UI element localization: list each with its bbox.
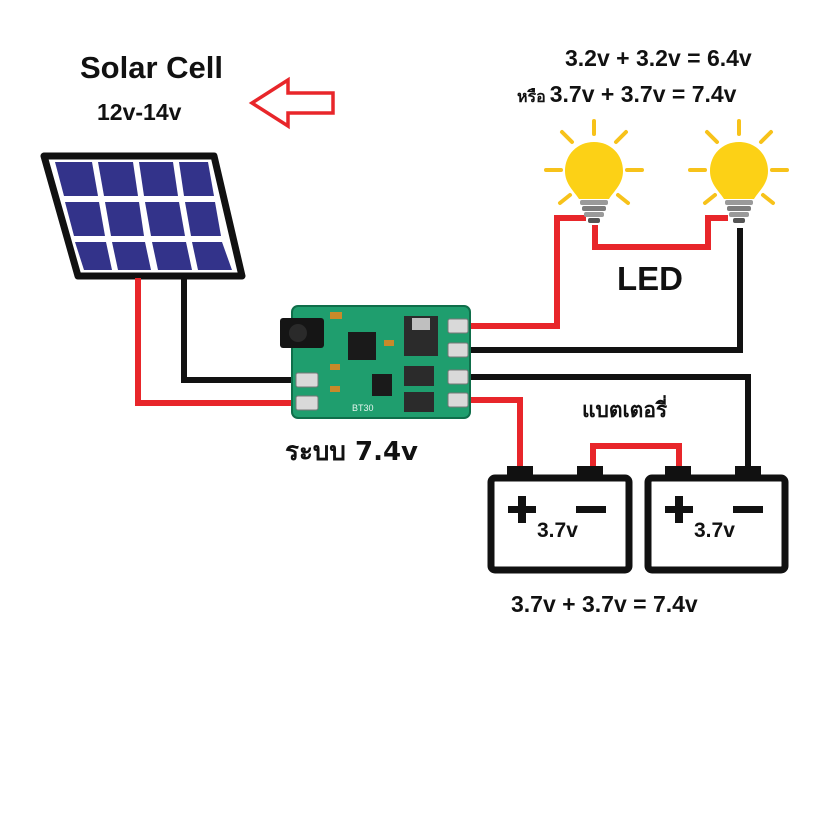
solar-voltage-label: 12v-14v	[97, 99, 182, 125]
battery-negative-wire	[462, 374, 751, 473]
solar-cell-title: Solar Cell	[80, 50, 223, 85]
bulb-icon	[688, 119, 789, 223]
solar-positive-wire	[135, 278, 308, 406]
solar-negative-wire	[181, 278, 308, 383]
solar-panel-icon	[40, 152, 246, 280]
board-silk-text: BT30	[352, 403, 374, 413]
battery-icon	[487, 466, 633, 574]
battery-label: แบตเตอรี่	[582, 398, 668, 422]
bulb-icon	[544, 119, 644, 223]
charger-board-icon: BT30	[280, 305, 471, 419]
battery-cell-voltage: 3.7v	[537, 519, 578, 542]
led-positive-wire	[462, 215, 586, 329]
battery-cell-voltage: 3.7v	[694, 519, 735, 542]
battery-positive-wire	[462, 397, 523, 473]
battery-series-wire	[590, 443, 682, 473]
system-voltage-label: ระบบ 7.4v	[285, 437, 418, 467]
led-equation-1: 3.2v + 3.2v = 6.4v	[565, 45, 752, 71]
or-label: หรือ	[517, 89, 546, 106]
led-series-wire	[592, 215, 728, 250]
battery-icon	[644, 466, 789, 574]
battery-equation: 3.7v + 3.7v = 7.4v	[511, 591, 698, 617]
led-negative-wire	[462, 228, 743, 353]
led-equation-2: 3.7v + 3.7v = 7.4v	[549, 81, 737, 107]
arrow-left-icon	[248, 76, 335, 130]
led-label: LED	[617, 260, 683, 297]
